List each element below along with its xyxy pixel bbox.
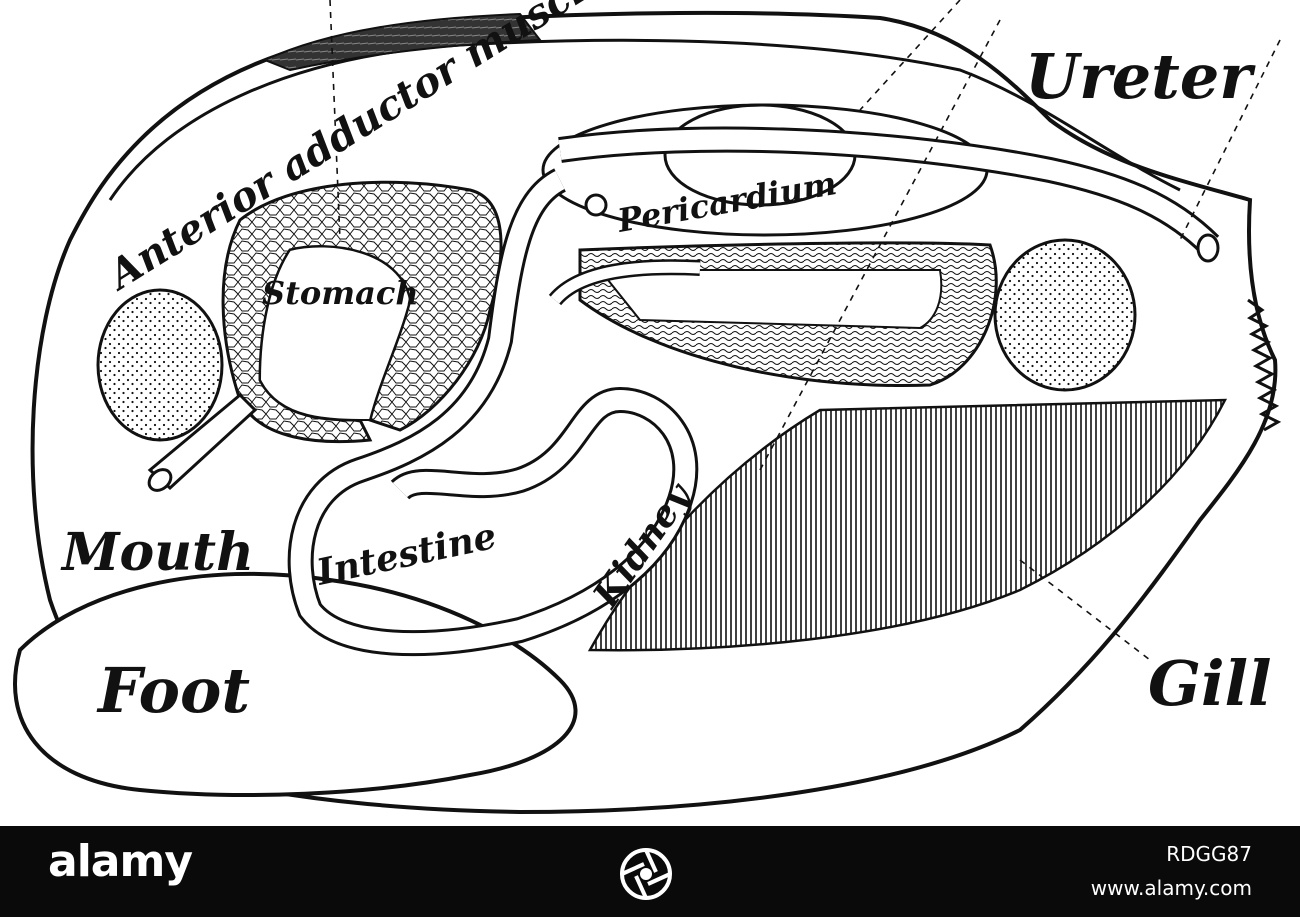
kidney-inner <box>597 269 943 330</box>
site-url[interactable]: www.alamy.com <box>1090 876 1252 900</box>
brand-name: alamy <box>48 836 193 887</box>
leader-lines <box>329 0 1281 661</box>
label-gill: Gill <box>1148 647 1272 720</box>
clam-anatomy-diagram: Anterior adductor muscle. Ureter Pericar… <box>13 0 1282 815</box>
stomach-lumen <box>258 245 412 422</box>
camera-aperture-icon <box>620 848 672 900</box>
kidney-duct-inner <box>550 261 701 304</box>
intestine-loop-inner <box>290 171 696 654</box>
label-mouth: Mouth <box>60 522 254 583</box>
mantle-line <box>108 38 1181 201</box>
leader-pericardium <box>859 0 961 111</box>
leader-gill <box>1019 559 1151 661</box>
ureter-opening <box>1196 233 1220 263</box>
mouth-opening <box>147 468 173 492</box>
image-id: RDGG87 <box>1166 842 1252 866</box>
leader-kidney <box>759 19 1001 471</box>
ureter-tube-inner <box>558 129 1218 253</box>
shell-growth-band <box>262 12 542 72</box>
leader-ureter <box>1179 39 1281 241</box>
label-foot: Foot <box>96 654 250 727</box>
leader-adductor <box>329 0 341 241</box>
label-ureter: Ureter <box>1025 40 1256 113</box>
pericardial-opening <box>584 193 608 217</box>
label-stomach: Stomach <box>262 274 419 312</box>
siphon-frill <box>1247 298 1282 432</box>
palp-left <box>96 288 224 442</box>
watermark-footer: alamy RDGG87 www.alamy.com <box>0 826 1300 917</box>
foot-shape <box>13 571 578 797</box>
palp-right <box>993 238 1137 392</box>
